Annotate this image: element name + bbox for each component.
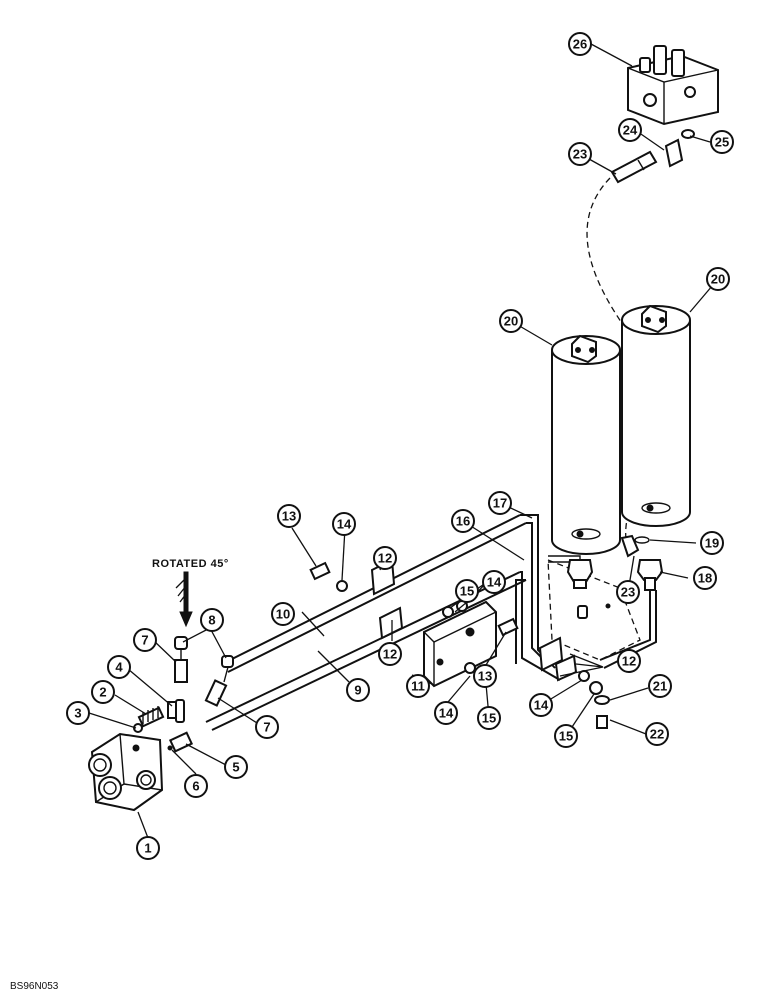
callout-20a: 20 [499,309,523,333]
svg-text:15: 15 [559,729,573,744]
svg-text:20: 20 [504,314,518,329]
svg-text:4: 4 [115,660,123,675]
svg-text:20: 20 [711,272,725,287]
svg-text:25: 25 [715,135,729,150]
callout-25: 25 [710,130,734,154]
callout-12a: 12 [373,546,397,570]
callout-5: 5 [224,755,248,779]
callout-10: 10 [271,602,295,626]
valve-block-26 [627,45,719,126]
control-valve-1 [88,732,164,812]
svg-text:14: 14 [487,575,502,590]
callout-14c: 14 [434,701,458,725]
svg-text:3: 3 [74,706,81,721]
callout-6: 6 [184,774,208,798]
svg-text:12: 12 [622,654,636,669]
valve-fittings [133,636,234,753]
svg-text:13: 13 [478,669,492,684]
callout-14a: 14 [332,512,356,536]
svg-text:23: 23 [621,585,635,600]
svg-text:24: 24 [623,123,638,138]
callout-3: 3 [66,701,90,725]
callout-13b: 13 [473,664,497,688]
accumulator-right [621,304,691,527]
svg-text:13: 13 [282,509,296,524]
callout-18: 18 [693,566,717,590]
svg-text:17: 17 [493,496,507,511]
callout-14b: 14 [482,570,506,594]
callout-11: 11 [406,674,430,698]
callout-12c: 12 [617,649,641,673]
callout-15a: 15 [455,579,479,603]
callout-24: 24 [618,118,642,142]
svg-text:22: 22 [650,727,664,742]
svg-text:6: 6 [192,779,199,794]
callout-8: 8 [200,608,224,632]
callout-15b: 15 [477,706,501,730]
callout-2: 2 [91,680,115,704]
svg-text:16: 16 [456,514,470,529]
svg-text:14: 14 [337,517,352,532]
accumulator-fittings [566,534,664,729]
callout-26: 26 [568,32,592,56]
svg-text:18: 18 [698,571,712,586]
callout-20b: 20 [706,267,730,291]
svg-text:2: 2 [99,685,106,700]
callout-21: 21 [648,674,672,698]
svg-text:21: 21 [653,679,667,694]
svg-text:7: 7 [263,720,270,735]
callout-23b: 23 [616,580,640,604]
callout-19: 19 [700,531,724,555]
callout-17: 17 [488,491,512,515]
svg-text:14: 14 [534,698,549,713]
callout-15c: 15 [554,724,578,748]
callout-12b: 12 [378,642,402,666]
svg-text:12: 12 [383,647,397,662]
callout-labels: 1 2 3 4 5 6 7 7 8 9 10 11 12 12 12 13 13… [10,32,734,992]
figure-code: BS96N053 [10,981,59,992]
svg-text:5: 5 [232,760,239,775]
callout-1: 1 [136,836,160,860]
accumulator-left [551,334,621,555]
svg-text:15: 15 [460,584,474,599]
svg-text:10: 10 [276,607,290,622]
svg-text:19: 19 [705,536,719,551]
callout-13a: 13 [277,504,301,528]
callout-7b: 7 [255,715,279,739]
callout-7a: 7 [133,628,157,652]
svg-text:1: 1 [144,841,151,856]
svg-text:8: 8 [208,613,215,628]
callout-23a: 23 [568,142,592,166]
svg-text:23: 23 [573,147,587,162]
callout-16: 16 [451,509,475,533]
svg-text:7: 7 [141,633,148,648]
rotation-note: ROTATED 45° [152,558,229,570]
svg-text:26: 26 [573,37,587,52]
svg-text:11: 11 [411,679,425,694]
svg-text:12: 12 [378,551,392,566]
callout-22: 22 [645,722,669,746]
clamp-bracket-assembly [309,558,603,695]
svg-text:14: 14 [439,706,454,721]
svg-text:9: 9 [354,683,361,698]
callout-9: 9 [346,678,370,702]
svg-text:15: 15 [482,711,496,726]
callout-4: 4 [107,655,131,679]
callout-14d: 14 [529,693,553,717]
